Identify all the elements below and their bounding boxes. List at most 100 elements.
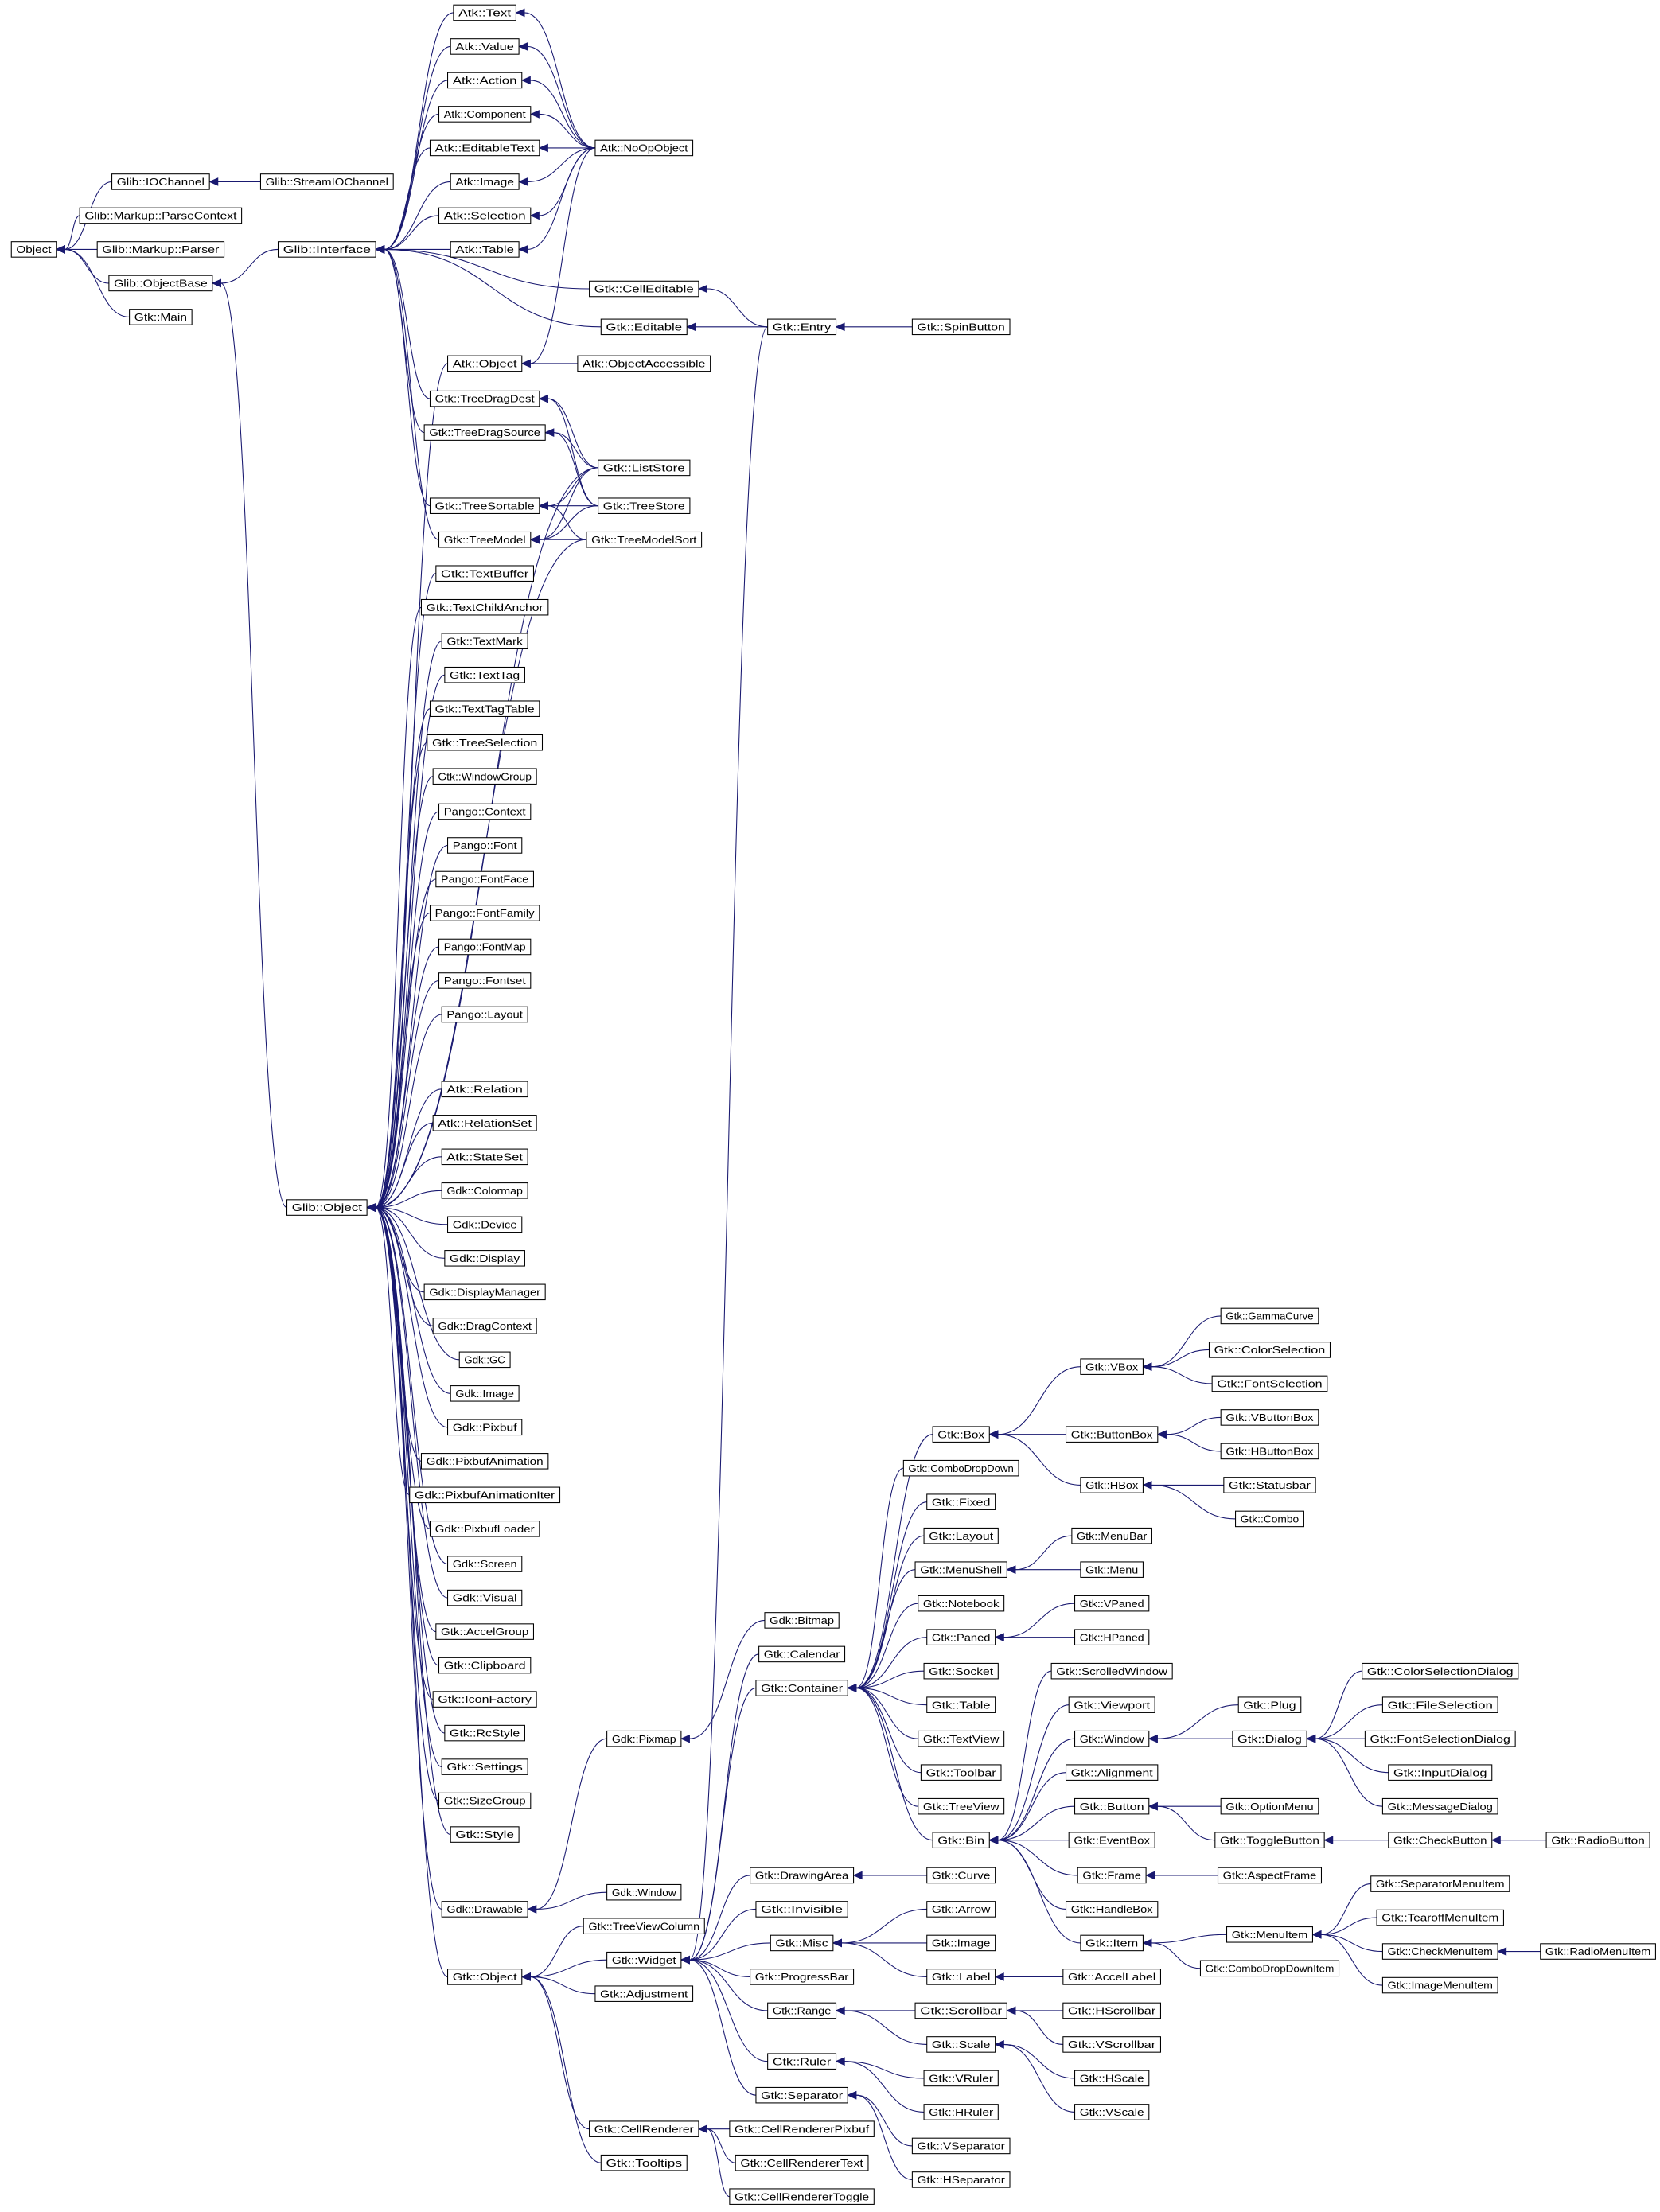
class-node-gtk-treemodel[interactable]: Gtk::TreeModel (438, 531, 532, 548)
class-node-glib-iochannel[interactable]: Glib::IOChannel (111, 173, 210, 190)
class-node-gtk-vscrollbar[interactable]: Gtk::VScrollbar (1062, 2036, 1162, 2053)
class-node-atk-image[interactable]: Atk::Image (450, 173, 520, 190)
class-node-gtk-notebook[interactable]: Gtk::Notebook (918, 1595, 1005, 1612)
class-node-gtk-hbox[interactable]: Gtk::HBox (1080, 1477, 1144, 1493)
class-node-gtk-windowgroup[interactable]: Gtk::WindowGroup (432, 768, 537, 785)
class-node-glib-interface[interactable]: Glib::Interface (277, 241, 376, 258)
class-node-gtk-textmark[interactable]: Gtk::TextMark (441, 633, 528, 649)
class-node-gtk-hpaned[interactable]: Gtk::HPaned (1074, 1629, 1150, 1645)
class-node-gtk-cellrendererpixbuf[interactable]: Gtk::CellRendererPixbuf (729, 2120, 875, 2137)
class-node-atk-object[interactable]: Atk::Object (447, 355, 523, 372)
class-node-object[interactable]: Object (10, 241, 57, 258)
class-node-gtk-menushell[interactable]: Gtk::MenuShell (914, 1561, 1007, 1578)
class-node-gtk-fileselection[interactable]: Gtk::FileSelection (1381, 1696, 1498, 1713)
class-node-gtk-adjustment[interactable]: Gtk::Adjustment (594, 1985, 694, 2002)
class-node-gtk-handlebox[interactable]: Gtk::HandleBox (1065, 1901, 1159, 1918)
class-node-gtk-separatormenuitem[interactable]: Gtk::SeparatorMenuItem (1370, 1875, 1510, 1892)
class-node-gdk-window[interactable]: Gdk::Window (606, 1883, 682, 1901)
class-node-gtk-colorselectiondialog[interactable]: Gtk::ColorSelectionDialog (1362, 1662, 1519, 1680)
class-node-gtk-statusbar[interactable]: Gtk::Statusbar (1223, 1477, 1316, 1493)
class-node-gtk-settings[interactable]: Gtk::Settings (441, 1758, 528, 1775)
class-node-atk-stateset[interactable]: Atk::StateSet (441, 1148, 528, 1166)
class-node-gtk-inputdialog[interactable]: Gtk::InputDialog (1388, 1764, 1493, 1781)
class-node-gtk-drawingarea[interactable]: Gtk::DrawingArea (750, 1867, 855, 1884)
class-node-gtk-accelgroup[interactable]: Gtk::AccelGroup (435, 1623, 535, 1640)
class-node-gdk-pixbufanimationiter[interactable]: Gdk::PixbufAnimationIter (409, 1486, 561, 1504)
class-node-gtk-gammacurve[interactable]: Gtk::GammaCurve (1220, 1307, 1319, 1325)
class-node-gtk-vpaned[interactable]: Gtk::VPaned (1074, 1595, 1150, 1612)
class-node-gtk-dialog[interactable]: Gtk::Dialog (1232, 1730, 1307, 1747)
class-node-gtk-textview[interactable]: Gtk::TextView (918, 1730, 1005, 1747)
class-node-atk-table[interactable]: Atk::Table (450, 241, 520, 258)
class-node-gtk-container[interactable]: Gtk::Container (755, 1680, 848, 1696)
class-node-pango-fontface[interactable]: Pango::FontFace (435, 870, 535, 888)
class-node-gtk-fixed[interactable]: Gtk::Fixed (926, 1493, 996, 1510)
class-node-gtk-treemodelsort[interactable]: Gtk::TreeModelSort (586, 531, 703, 548)
class-node-glib-object[interactable]: Glib::Object (286, 1199, 368, 1216)
class-node-gtk-alignment[interactable]: Gtk::Alignment (1065, 1764, 1159, 1781)
class-node-gdk-screen[interactable]: Gdk::Screen (447, 1556, 523, 1572)
class-node-gtk-treeviewcolumn[interactable]: Gtk::TreeViewColumn (583, 1918, 705, 1934)
class-node-gdk-colormap[interactable]: Gdk::Colormap (441, 1182, 528, 1199)
class-node-gtk-separator[interactable]: Gtk::Separator (755, 2086, 848, 2104)
class-node-gdk-image[interactable]: Gdk::Image (450, 1385, 520, 1402)
class-node-gtk-checkmenuitem[interactable]: Gtk::CheckMenuItem (1381, 1943, 1498, 1960)
class-node-gtk-tooltips[interactable]: Gtk::Tooltips (600, 2154, 688, 2171)
class-node-pango-font[interactable]: Pango::Font (447, 837, 523, 854)
class-node-gdk-bitmap[interactable]: Gdk::Bitmap (764, 1612, 840, 1629)
class-node-gtk-box[interactable]: Gtk::Box (932, 1426, 990, 1443)
class-node-atk-action[interactable]: Atk::Action (447, 72, 523, 89)
class-node-gdk-displaymanager[interactable]: Gdk::DisplayManager (423, 1283, 546, 1301)
class-node-gtk-cellrenderertext[interactable]: Gtk::CellRendererText (735, 2154, 869, 2171)
class-node-pango-fontfamily[interactable]: Pango::FontFamily (429, 905, 540, 921)
class-node-gtk-hruler[interactable]: Gtk::HRuler (923, 2104, 999, 2120)
class-node-gdk-visual[interactable]: Gdk::Visual (447, 1589, 523, 1606)
class-node-atk-noopobject[interactable]: Atk::NoOpObject (594, 139, 694, 157)
class-node-atk-component[interactable]: Atk::Component (438, 106, 532, 123)
class-node-gtk-misc[interactable]: Gtk::Misc (770, 1934, 834, 1952)
class-node-gtk-treeview[interactable]: Gtk::TreeView (918, 1797, 1005, 1815)
class-node-gtk-scale[interactable]: Gtk::Scale (926, 2036, 996, 2053)
class-node-gtk-buttonbox[interactable]: Gtk::ButtonBox (1065, 1426, 1159, 1443)
class-node-gtk-treedragsource[interactable]: Gtk::TreeDragSource (423, 424, 546, 441)
class-node-gtk-viewport[interactable]: Gtk::Viewport (1068, 1696, 1155, 1713)
class-node-gtk-accellabel[interactable]: Gtk::AccelLabel (1062, 1969, 1162, 1985)
class-node-gtk-fontselectiondialog[interactable]: Gtk::FontSelectionDialog (1364, 1730, 1516, 1747)
class-node-gtk-scrolledwindow[interactable]: Gtk::ScrolledWindow (1050, 1662, 1173, 1680)
class-node-atk-relation[interactable]: Atk::Relation (441, 1081, 528, 1098)
class-node-gtk-iconfactory[interactable]: Gtk::IconFactory (432, 1691, 537, 1708)
class-node-gdk-pixmap[interactable]: Gdk::Pixmap (606, 1730, 682, 1747)
class-node-gtk-menu[interactable]: Gtk::Menu (1080, 1561, 1144, 1578)
class-node-gtk-toolbar[interactable]: Gtk::Toolbar (920, 1764, 1002, 1781)
class-node-gtk-window[interactable]: Gtk::Window (1074, 1730, 1150, 1747)
class-node-gdk-pixbuf[interactable]: Gdk::Pixbuf (447, 1419, 523, 1436)
class-node-gtk-table[interactable]: Gtk::Table (926, 1696, 996, 1713)
class-node-gtk-sizegroup[interactable]: Gtk::SizeGroup (438, 1792, 532, 1809)
class-node-gtk-scrollbar[interactable]: Gtk::Scrollbar (914, 2002, 1007, 2019)
class-node-gdk-pixbufloader[interactable]: Gdk::PixbufLoader (429, 1521, 540, 1537)
class-node-gtk-ruler[interactable]: Gtk::Ruler (767, 2053, 837, 2070)
class-node-gtk-checkbutton[interactable]: Gtk::CheckButton (1388, 1832, 1493, 1848)
class-node-gtk-combo[interactable]: Gtk::Combo (1235, 1510, 1304, 1528)
class-node-gtk-progressbar[interactable]: Gtk::ProgressBar (750, 1969, 855, 1985)
class-node-pango-layout[interactable]: Pango::Layout (441, 1006, 528, 1023)
class-node-gtk-colorselection[interactable]: Gtk::ColorSelection (1208, 1342, 1331, 1358)
class-node-gtk-treesortable[interactable]: Gtk::TreeSortable (429, 497, 540, 514)
class-node-gtk-tearoffmenuitem[interactable]: Gtk::TearoffMenuItem (1376, 1909, 1504, 1926)
class-node-atk-value[interactable]: Atk::Value (450, 38, 520, 55)
class-node-atk-text[interactable]: Atk::Text (453, 4, 516, 21)
class-node-gtk-imagemenuitem[interactable]: Gtk::ImageMenuItem (1381, 1976, 1498, 1994)
class-node-gtk-radiobutton[interactable]: Gtk::RadioButton (1545, 1832, 1650, 1848)
class-node-pango-context[interactable]: Pango::Context (438, 803, 532, 820)
class-node-gtk-style[interactable]: Gtk::Style (450, 1826, 520, 1843)
class-node-gdk-dragcontext[interactable]: Gdk::DragContext (432, 1318, 537, 1334)
class-node-gtk-spinbutton[interactable]: Gtk::SpinButton (911, 318, 1011, 336)
class-node-gtk-combodropdown[interactable]: Gtk::ComboDropDown (902, 1459, 1019, 1477)
class-node-glib-streamiochannel[interactable]: Glib::StreamIOChannel (259, 173, 394, 190)
class-node-gtk-cellrenderertoggle[interactable]: Gtk::CellRendererToggle (729, 2188, 875, 2205)
class-node-gdk-gc[interactable]: Gdk::GC (458, 1351, 511, 1369)
class-node-gtk-treeselection[interactable]: Gtk::TreeSelection (427, 734, 544, 751)
class-node-gtk-radiomenuitem[interactable]: Gtk::RadioMenuItem (1540, 1943, 1656, 1960)
class-node-gtk-vbox[interactable]: Gtk::VBox (1080, 1358, 1144, 1375)
class-node-gdk-drawable[interactable]: Gdk::Drawable (441, 1901, 528, 1918)
